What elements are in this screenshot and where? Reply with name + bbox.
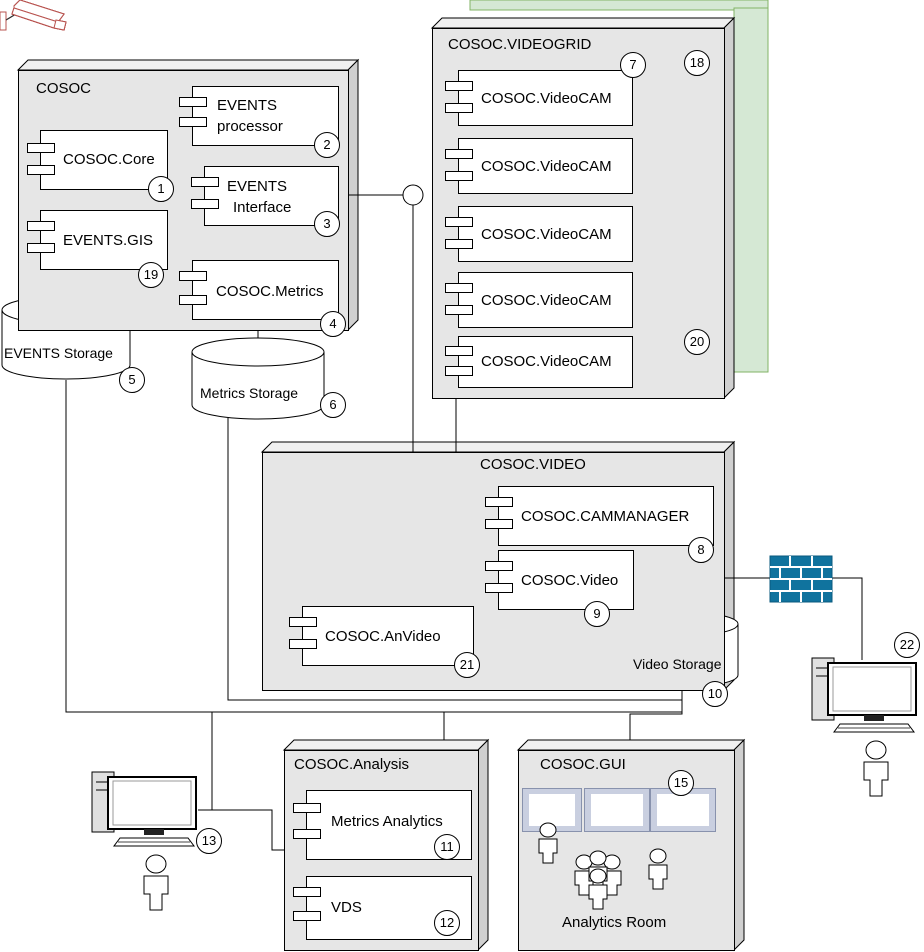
user-22-icon	[863, 740, 889, 797]
badge-5: 5	[119, 367, 145, 393]
videogrid-shadow-node	[469, 0, 769, 373]
metrics-analytics-label: Metrics Analytics	[331, 813, 443, 830]
videocam-3-label: COSOC.VideoCAM	[481, 226, 612, 243]
component-events-processor: EVENTS processor	[179, 86, 339, 146]
cameras	[0, 0, 67, 31]
monitor-3	[650, 788, 716, 832]
events-processor-label-1: EVENTS	[217, 97, 278, 114]
component-events-gis: EVENTS.GIS	[27, 210, 168, 270]
badge-8: 8	[688, 537, 714, 563]
badge-18: 18	[684, 50, 710, 76]
badge-9: 9	[584, 601, 610, 627]
badge-2: 2	[314, 132, 340, 158]
monitor-2	[584, 788, 650, 832]
badge-15: 15	[668, 770, 694, 796]
node-gui-title: COSOC.GUI	[540, 756, 626, 773]
badge-3: 3	[314, 211, 340, 237]
node-video-title: COSOC.VIDEO	[480, 456, 586, 473]
videocam-5-label: COSOC.VideoCAM	[481, 353, 612, 370]
node-videogrid-title: COSOC.VIDEOGRID	[448, 36, 592, 53]
component-cosoc-core: COSOC.Core	[27, 130, 168, 190]
computer-22-icon	[811, 657, 917, 733]
badge-1: 1	[148, 176, 174, 202]
badge-11: 11	[434, 834, 460, 860]
anvideo-label: COSOC.AnVideo	[325, 628, 441, 645]
cammanager-label: COSOC.CAMMANAGER	[521, 508, 690, 525]
component-anvideo: COSOC.AnVideo	[289, 606, 474, 666]
badge-10: 10	[702, 681, 728, 707]
video-storage-label: Video Storage	[633, 656, 722, 672]
component-videocam-2: COSOC.VideoCAM	[445, 138, 633, 194]
component-videocam-5: COSOC.VideoCAM	[445, 336, 633, 388]
component-cosoc-metrics: COSOC.Metrics	[179, 260, 339, 320]
metrics-storage-cylinder	[191, 337, 325, 420]
events-gis-label: EVENTS.GIS	[63, 232, 154, 249]
component-events-interface: EVENTS Interface	[191, 166, 339, 226]
cosoc-metrics-label: COSOC.Metrics	[216, 283, 324, 300]
events-interface-label-1: EVENTS	[227, 178, 288, 195]
user-13-icon	[143, 854, 169, 911]
videocam-4-label: COSOC.VideoCAM	[481, 292, 612, 309]
component-cosoc-video: COSOC.Video	[485, 550, 634, 610]
metrics-storage-label: Metrics Storage	[200, 385, 299, 401]
monitor-wall	[522, 788, 716, 832]
component-videocam-4: COSOC.VideoCAM	[445, 272, 633, 328]
node-analysis-title: COSOC.Analysis	[294, 756, 410, 773]
vds-label: VDS	[331, 899, 362, 916]
firewall-icon	[769, 555, 833, 603]
videocam-2-label: COSOC.VideoCAM	[481, 158, 612, 175]
component-videocam-3: COSOC.VideoCAM	[445, 206, 633, 262]
events-storage-label: EVENTS Storage	[4, 345, 113, 361]
badge-12: 12	[434, 910, 460, 936]
videocam-1-label: COSOC.VideoCAM	[481, 90, 612, 107]
badge-20: 20	[684, 329, 710, 355]
badge-4: 4	[320, 311, 346, 337]
cosoc-video-label: COSOC.Video	[521, 572, 619, 589]
analytics-room-label: Analytics Room	[562, 914, 667, 931]
component-cammanager: COSOC.CAMMANAGER	[485, 486, 714, 546]
node-depth-faces	[16, 16, 746, 952]
connectors	[65, 194, 863, 851]
monitor-1	[522, 788, 582, 832]
badge-6: 6	[320, 392, 346, 418]
cosoc-core-label: COSOC.Core	[63, 151, 155, 168]
events-interface-label-2: Interface	[233, 199, 292, 216]
computer-13-icon	[91, 771, 197, 847]
interface-lollipop	[402, 184, 424, 206]
badge-21: 21	[454, 652, 480, 678]
badge-19: 19	[138, 262, 164, 288]
events-processor-label-2: processor	[217, 118, 283, 135]
node-cosoc-title: COSOC	[36, 80, 92, 97]
badge-22: 22	[894, 632, 920, 658]
badge-13: 13	[196, 828, 222, 854]
component-videocam-1: COSOC.VideoCAM	[445, 70, 633, 126]
badge-7: 7	[620, 52, 646, 78]
